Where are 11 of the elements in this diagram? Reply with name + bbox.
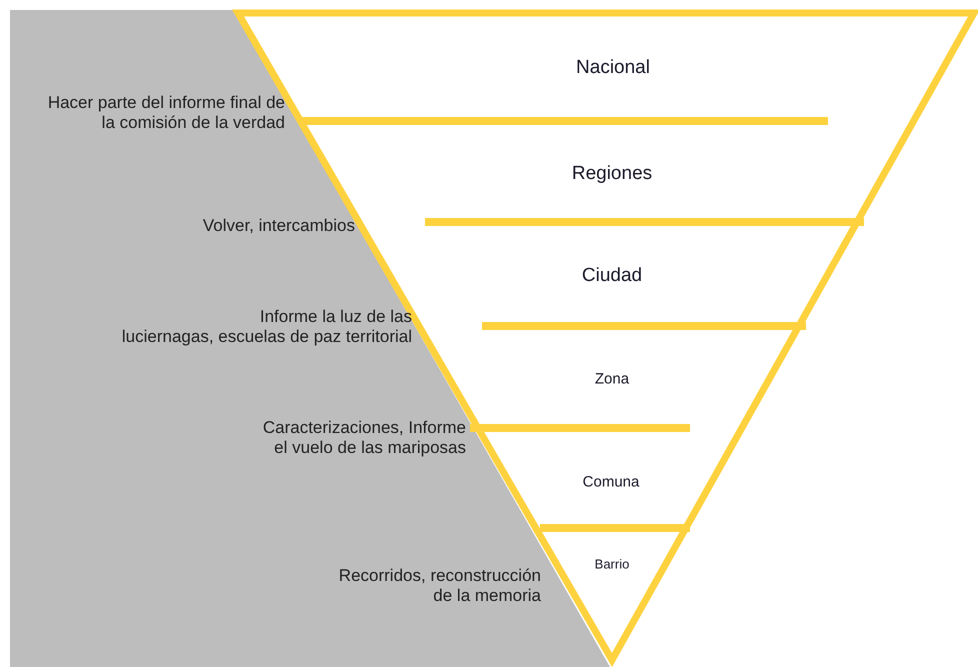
level-label: Zona	[594, 370, 630, 388]
annotation-text: Volver, intercambios	[202, 216, 355, 236]
level-label: Ciudad	[582, 265, 642, 287]
level-label: Barrio	[594, 556, 630, 572]
level-label: Comuna	[582, 474, 640, 490]
annotation-text: Recorridos, reconstrucción de la memoria	[338, 566, 541, 606]
level-label: Nacional	[576, 57, 650, 79]
annotation-text: Informe la luz de las luciernagas, escuelas de paz territorial	[122, 307, 412, 347]
annotation-text: Caracterizaciones, Informe el vuelo de las mariposas	[262, 418, 466, 458]
annotation-text: Hacer parte del informe final de la comisión de la verdad	[48, 93, 285, 133]
level-label: Regiones	[572, 163, 652, 185]
